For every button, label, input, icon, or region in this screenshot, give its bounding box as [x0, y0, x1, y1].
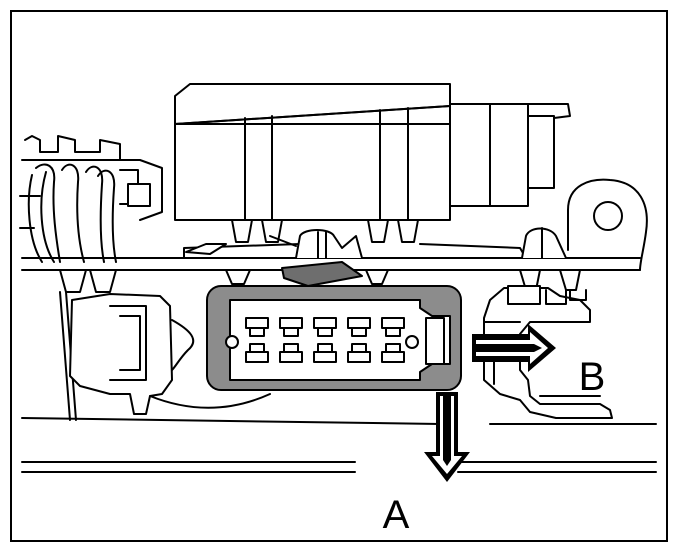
connector-slider-tab: [281, 261, 363, 287]
arrow-right-icon: [472, 324, 556, 372]
arrow-down-icon: [424, 392, 470, 482]
bottom-rails: [21, 417, 657, 473]
label-b: B: [579, 355, 606, 399]
right-bracket-part: [483, 285, 613, 419]
label-a: A: [383, 493, 410, 537]
mounting-bracket: [567, 178, 648, 271]
diagnostic-connector: [206, 261, 462, 391]
relay-module: [174, 83, 571, 243]
left-wire-harness: [19, 135, 163, 263]
left-connector: [69, 293, 271, 415]
